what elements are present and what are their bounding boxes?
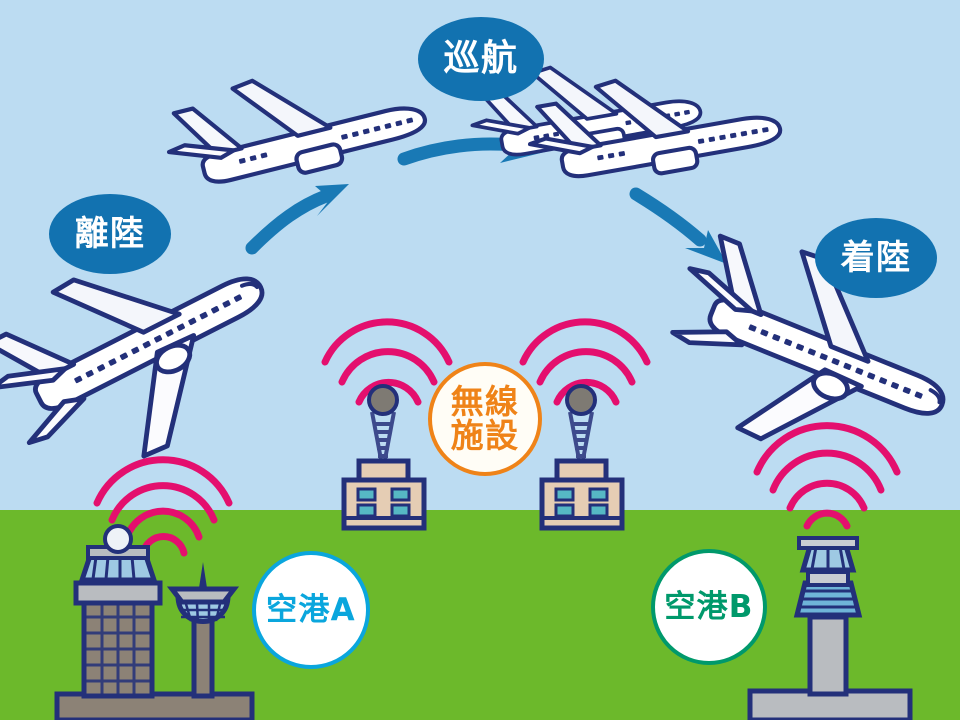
airport-a-radome	[103, 524, 133, 554]
label-landing-text: 着陸	[840, 238, 912, 278]
signal-waves-station-left	[321, 318, 453, 406]
label-takeoff-text: 離陸	[74, 214, 146, 254]
label-airport-a-text: 空港A	[266, 591, 356, 628]
radio-station-building-left	[341, 477, 427, 531]
label-radio-facility[interactable]: 無線 施設	[428, 362, 542, 476]
label-airport-b[interactable]: 空港B	[651, 549, 767, 665]
radio-station-windows-right	[554, 487, 609, 518]
label-airport-b-text: 空港B	[664, 588, 754, 625]
descent-arrow	[629, 187, 727, 264]
label-radio-facility-line1: 無線	[450, 382, 520, 422]
radio-station-building-right	[539, 477, 625, 531]
signal-waves-station-right	[519, 318, 651, 406]
label-takeoff[interactable]: 離陸	[49, 194, 171, 274]
airport-a-secondary-tower	[166, 562, 240, 699]
climbing-aircraft	[157, 43, 430, 204]
label-airport-a[interactable]: 空港A	[252, 551, 370, 669]
label-radio-facility-line2: 施設	[450, 416, 520, 455]
signal-waves-airport-b	[753, 422, 901, 530]
radio-station-windows-left	[356, 487, 411, 518]
airport-a-main-tower	[73, 524, 163, 699]
antenna-dome-right	[565, 384, 597, 416]
radio-station-left	[341, 384, 427, 531]
climb-arrow	[245, 184, 349, 255]
antenna-dome-left	[367, 384, 399, 416]
label-landing[interactable]: 着陸	[815, 218, 937, 298]
radio-station-right	[539, 384, 625, 531]
label-cruise[interactable]: 巡航	[418, 17, 544, 101]
label-cruise-text: 巡航	[443, 38, 519, 79]
airport-b-tower	[793, 536, 863, 697]
